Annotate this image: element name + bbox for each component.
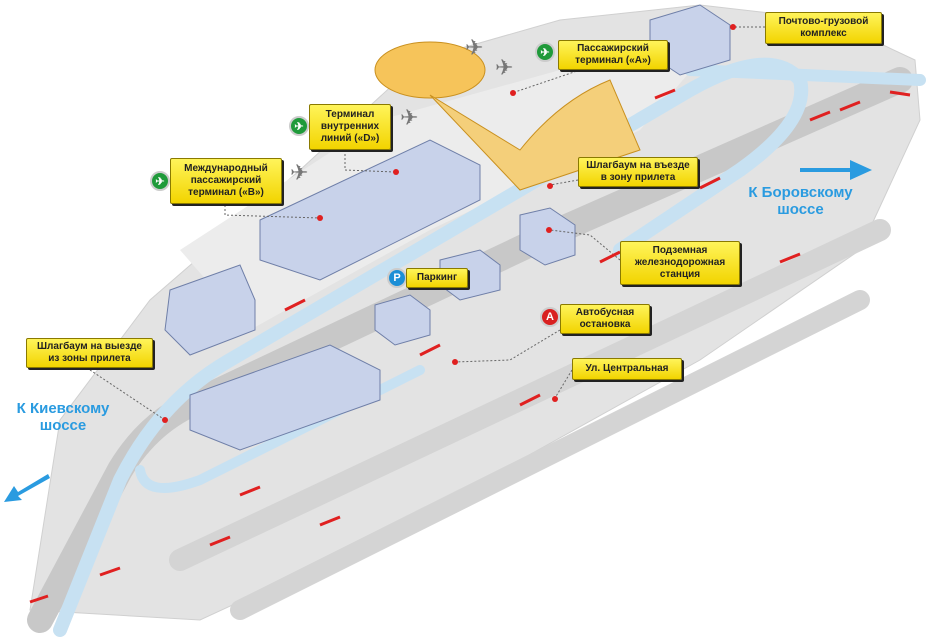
location-markers xyxy=(162,24,736,423)
label-barrier-entry: Шлагбаум на въезде в зону прилета xyxy=(578,157,698,187)
label-parking: Паркинг xyxy=(406,268,468,288)
label-terminal-a: Пассажирский терминал («A») xyxy=(558,40,668,70)
direction-kievskoe: К Киевскому шоссе xyxy=(16,400,110,434)
direction-borovskoe: К Боровскому шоссе xyxy=(748,184,853,218)
plane-icon: ✈ xyxy=(150,171,170,191)
label-terminal-b: Международный пассажирский терминал («B»… xyxy=(170,158,282,204)
traffic-arrows xyxy=(29,88,911,604)
plane-icons: ✈ ✈ ✈ ✈ xyxy=(290,35,513,185)
label-cargo-complex: Почтово-грузовой комплекс xyxy=(765,12,882,44)
bus-stop-icon: A xyxy=(540,307,560,327)
svg-text:✈: ✈ xyxy=(465,35,483,60)
svg-text:✈: ✈ xyxy=(400,105,418,130)
arrow-right-icon xyxy=(800,160,872,180)
leader-lines xyxy=(89,26,765,421)
buildings xyxy=(164,4,731,451)
svg-text:✈: ✈ xyxy=(495,55,513,80)
label-bus-stop: Автобусная остановка xyxy=(560,304,650,334)
label-central-street: Ул. Центральная xyxy=(572,358,682,380)
label-terminal-d: Терминал внутренних линий («D») xyxy=(309,104,391,150)
label-railway-station: Подземная железнодорожная станция xyxy=(620,241,740,285)
plane-icon: ✈ xyxy=(289,116,309,136)
svg-text:✈: ✈ xyxy=(290,160,308,185)
label-barrier-exit: Шлагбаум на выезде из зоны прилета xyxy=(26,338,153,368)
parking-icon: P xyxy=(387,268,407,288)
plane-icon: ✈ xyxy=(535,42,555,62)
arrow-down-left-icon xyxy=(4,474,50,502)
